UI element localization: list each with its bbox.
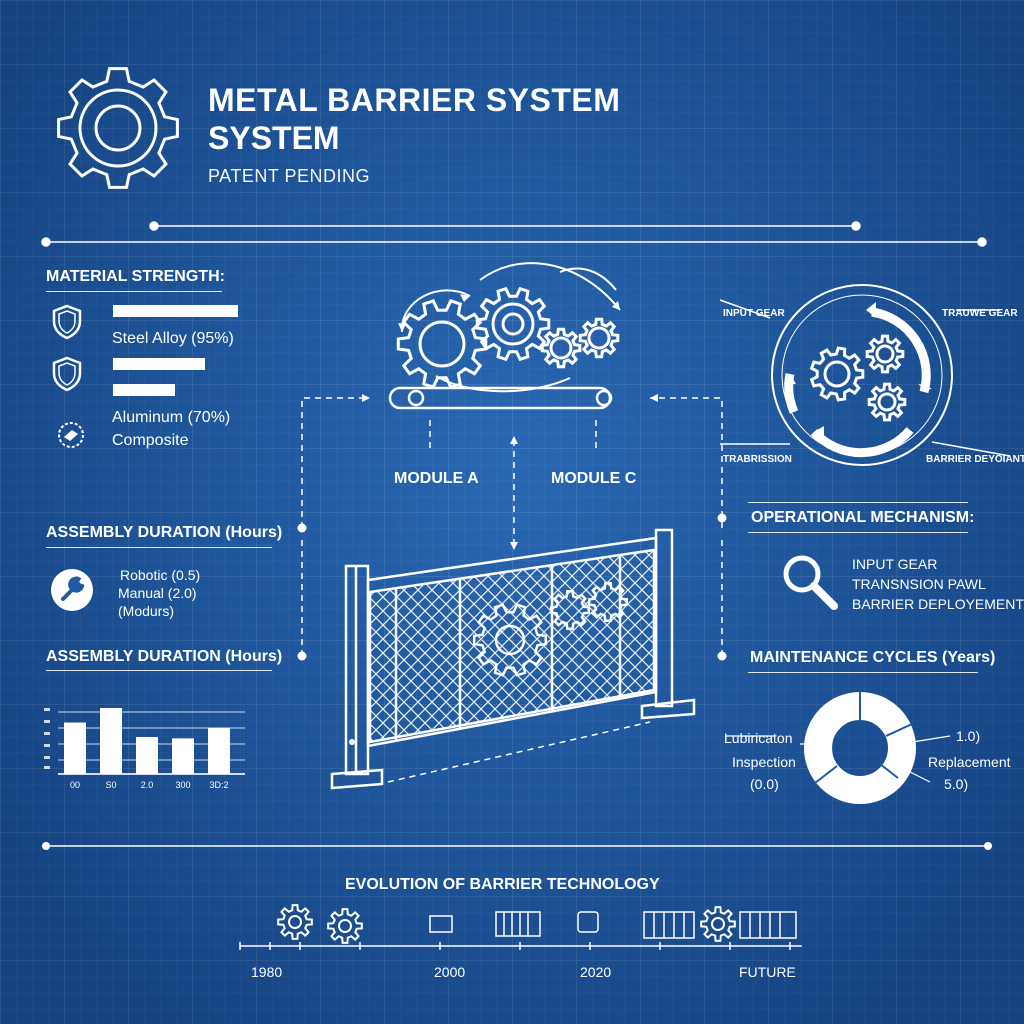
magnifier-icon <box>783 555 838 610</box>
replacement-label: Replacement <box>928 754 1011 770</box>
inspection-value: (0.0) <box>750 776 779 792</box>
transmission-cycle-diagram <box>719 284 1011 466</box>
bar-3D:2 <box>208 727 230 774</box>
module-c-label: MODULE C <box>551 470 637 487</box>
input-gear-label: INPUT GEAR <box>723 308 785 319</box>
aluminum-label: Aluminum (70%) <box>112 409 231 426</box>
page-title: METAL BARRIER SYSTEM <box>208 82 621 118</box>
timeline-year-2000: 2000 <box>434 964 466 980</box>
barrier-fence-illustration <box>330 528 696 790</box>
page-subtitle: PATENT PENDING <box>208 166 371 186</box>
bar-S0 <box>100 708 122 774</box>
transwe-gear-label: TRAUWE GEAR <box>942 308 1018 319</box>
assembly-line-robotic: Robotic (0.5) <box>120 567 201 583</box>
mechanism-gear-assembly <box>388 262 621 410</box>
replacement-value: 5.0) <box>944 776 969 792</box>
bar-label-3: 300 <box>175 780 190 790</box>
maintenance-donut-chart <box>726 691 951 804</box>
page-title-line2: SYSTEM <box>208 120 340 156</box>
shield-icon <box>52 304 82 340</box>
shield-icon <box>52 356 82 392</box>
timeline-year-future: FUTURE <box>739 964 796 980</box>
inspection-label: Inspection <box>732 754 796 770</box>
assembly-chart-heading-rule <box>46 670 272 671</box>
cycle-value-top: 1.0) <box>956 728 981 744</box>
bar-2.0 <box>136 737 158 774</box>
timeline-year-2020: 2020 <box>580 964 612 980</box>
timeline-year-1980: 1980 <box>251 964 283 980</box>
bar-00 <box>64 722 86 774</box>
evolution-timeline <box>239 904 802 950</box>
aluminum-bar <box>113 358 206 370</box>
assembly-duration-heading: ASSEMBLY DURATION (Hours) <box>46 524 283 541</box>
assembly-line-manual: Manual (2.0) <box>118 585 197 601</box>
assembly-chart-heading: ASSEMBLY DURATION (Hours) <box>46 648 283 665</box>
assembly-line-modurs: (Modurs) <box>118 603 175 619</box>
mechanism-connector-lines <box>297 394 727 661</box>
lubrication-label: Lubiricaton <box>724 730 793 746</box>
composite-icon <box>58 422 84 448</box>
operational-mechanism-heading: OPERATIONAL MECHANISM: <box>751 509 975 526</box>
module-a-label: MODULE A <box>394 470 479 487</box>
operational-line-deploy: BARRIER DEPLOYEMENT <box>852 596 1024 612</box>
material-heading-rule <box>46 291 222 292</box>
composite-bar <box>113 384 175 396</box>
operational-line-input: INPUT GEAR <box>852 556 938 572</box>
bar-label-1: S0 <box>105 780 116 790</box>
bar-label-0: 00 <box>70 780 80 790</box>
bar-label-2: 2.0 <box>141 780 154 790</box>
barrier-deployment-label: BARRIER DEYOIANT <box>926 454 1024 465</box>
maintenance-heading: MAINTENANCE CYCLES (Years) <box>750 649 996 666</box>
operational-heading-rule <box>748 532 968 533</box>
steel-alloy-bar <box>113 305 239 317</box>
composite-label: Composite <box>112 432 189 449</box>
evolution-heading: EVOLUTION OF BARRIER TECHNOLOGY <box>345 876 660 893</box>
header-divider-lines <box>41 221 987 247</box>
bar-label-4: 3D:2 <box>209 780 228 790</box>
wrench-icon <box>51 569 93 611</box>
operational-top-rule <box>748 502 968 503</box>
steel-alloy-label: Steel Alloy (95%) <box>112 330 234 347</box>
assembly-bar-chart: 00 S0 2.0 300 3D:2 <box>44 708 245 790</box>
transmission-label: TRABRISSION <box>723 454 792 465</box>
bar-300 <box>172 738 194 774</box>
maintenance-heading-rule <box>748 672 978 673</box>
bottom-divider-line <box>42 842 992 850</box>
material-strength-heading: MATERIAL STRENGTH: <box>46 268 225 285</box>
operational-line-pawl: TRANSNSION PAWL <box>852 576 986 592</box>
assembly-heading-rule <box>46 547 272 548</box>
header-gear-icon <box>57 67 179 189</box>
